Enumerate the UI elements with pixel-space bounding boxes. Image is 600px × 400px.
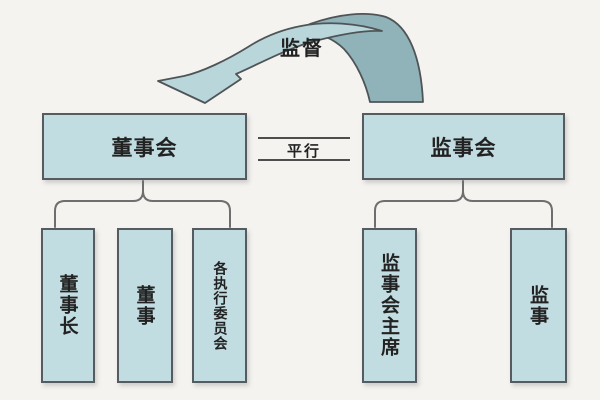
node-director: 董事 bbox=[117, 228, 173, 383]
node-board-chairman: 董事长 bbox=[41, 228, 95, 383]
supervision-arrow-body bbox=[157, 22, 383, 104]
supervisory-connector-right-branch bbox=[462, 190, 553, 228]
supervisory-connector-left-branch bbox=[374, 180, 464, 228]
node-supervisor: 监事 bbox=[510, 228, 567, 383]
supervise-label: 监督 bbox=[280, 36, 324, 60]
node-board-of-directors: 董事会 bbox=[42, 113, 247, 180]
board-connector-right-branch bbox=[142, 190, 231, 228]
node-supervisory-board: 监事会 bbox=[362, 113, 565, 180]
node-executive-committees: 各执行委员会 bbox=[192, 228, 247, 383]
board-connector-left-branch bbox=[54, 180, 144, 228]
node-supervisory-board-chairman: 监事会主席 bbox=[362, 228, 417, 383]
parallel-label: 平行 bbox=[286, 142, 321, 160]
